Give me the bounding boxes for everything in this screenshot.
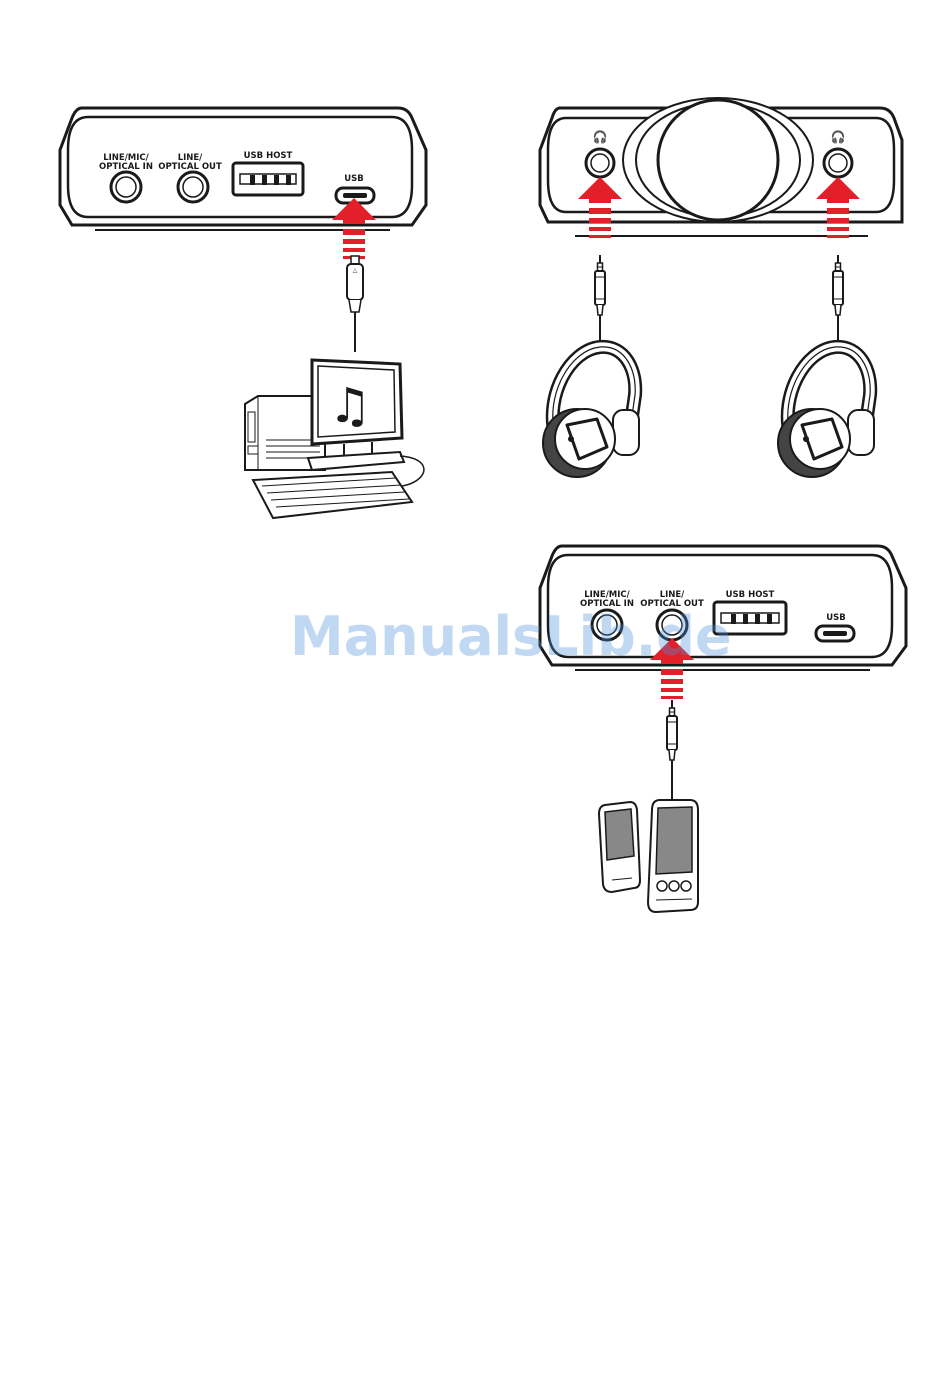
computer-icon: ♫: [245, 360, 424, 518]
rear-panel-top: LINE/MIC/ OPTICAL IN LINE/ OPTICAL OUT U…: [60, 108, 426, 230]
micro-usb-cable: △: [347, 256, 363, 352]
headphones-icon: [543, 347, 639, 477]
jack-plug-left: [595, 255, 605, 315]
headphone-symbol-icon: 🎧: [831, 130, 846, 144]
headphone-symbol-icon: 🎧: [593, 130, 608, 144]
volume-knob: [658, 100, 778, 220]
usb-label: USB: [344, 174, 364, 184]
usb-host-label: USB HOST: [244, 151, 293, 161]
usb-host-label: USB HOST: [726, 590, 775, 600]
jack-plug-speakers: [667, 700, 677, 760]
usb-label: USB: [826, 613, 846, 623]
headphones-icon: [778, 347, 874, 477]
watermark: ManualsLib.de: [290, 605, 732, 668]
svg-text:△: △: [353, 267, 358, 274]
speakers-icon: [599, 800, 698, 912]
music-note-icon: ♫: [328, 378, 371, 434]
jack-plug-right: [833, 255, 843, 315]
line-optical-out-label-2: OPTICAL OUT: [158, 162, 222, 172]
front-panel: 🎧 🎧: [540, 98, 902, 236]
